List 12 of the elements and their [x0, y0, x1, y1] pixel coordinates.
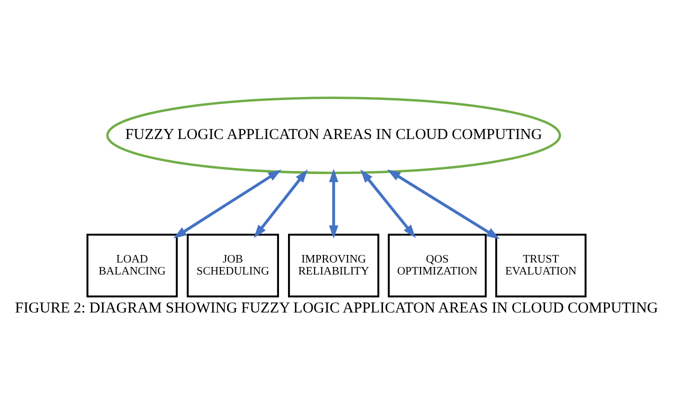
node-box: IMPROVING RELIABILITY: [288, 233, 380, 297]
arrow: [360, 168, 416, 238]
node-box: QOS OPTIMIZATION: [388, 233, 487, 297]
arrow: [328, 168, 338, 238]
arrow: [254, 168, 308, 238]
node-box: TRUST EVALUATION: [495, 233, 586, 297]
arrow: [387, 168, 500, 239]
node-box: JOB SCHEDULING: [186, 233, 279, 297]
arrow: [173, 169, 282, 238]
node-box: LOAD BALANCING: [86, 233, 178, 297]
node-ellipse: FUZZY LOGIC APPLICATON AREAS IN CLOUD COMPUTING: [106, 96, 562, 174]
caption: FIGURE 2: DIAGRAM SHOWING FUZZY LOGIC APPLICATON AREAS IN CLOUD COMPUTING: [15, 298, 658, 316]
